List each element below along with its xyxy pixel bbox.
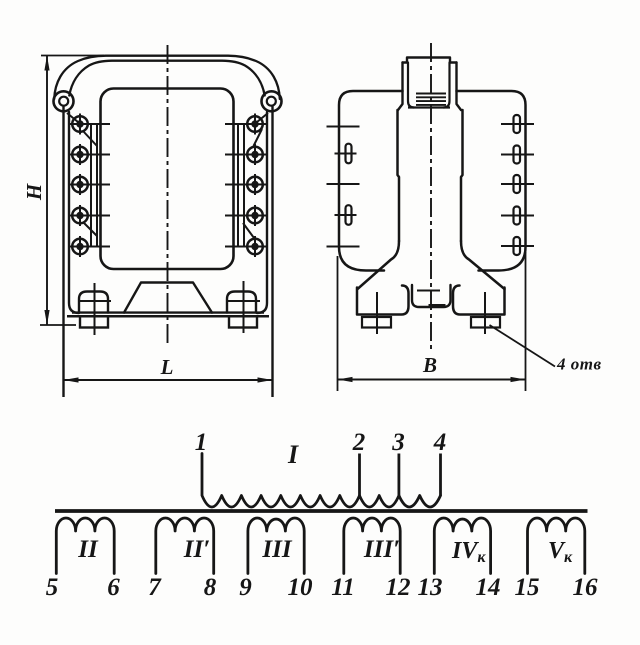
svg-text:6: 6 xyxy=(107,574,120,601)
svg-text:14: 14 xyxy=(476,574,501,601)
svg-text:15: 15 xyxy=(515,574,540,601)
svg-text:II′: II′ xyxy=(183,536,211,563)
svg-text:5: 5 xyxy=(46,574,59,601)
svg-text:7: 7 xyxy=(148,574,162,601)
svg-text:3: 3 xyxy=(391,429,405,456)
svg-text:I: I xyxy=(287,440,299,469)
svg-text:4: 4 xyxy=(433,429,447,456)
svg-text:9: 9 xyxy=(239,574,252,601)
svg-text:III: III xyxy=(261,536,292,563)
svg-text:H: H xyxy=(22,183,46,201)
svg-text:11: 11 xyxy=(331,574,355,601)
svg-text:L: L xyxy=(160,355,174,379)
svg-text:4 отв: 4 отв xyxy=(556,355,602,374)
svg-text:III′: III′ xyxy=(363,536,400,563)
svg-text:1: 1 xyxy=(195,429,208,456)
svg-text:16: 16 xyxy=(573,574,599,601)
svg-text:II: II xyxy=(77,536,99,563)
svg-text:8: 8 xyxy=(204,574,217,601)
svg-text:13: 13 xyxy=(418,574,443,601)
svg-text:12: 12 xyxy=(386,574,411,601)
svg-text:2: 2 xyxy=(352,429,366,456)
svg-text:B: B xyxy=(422,353,437,377)
svg-text:10: 10 xyxy=(288,574,314,601)
